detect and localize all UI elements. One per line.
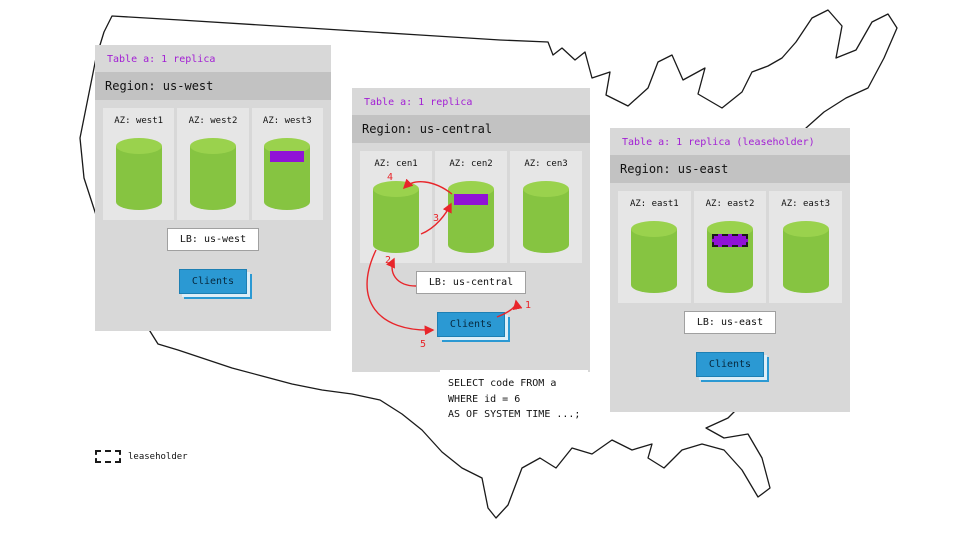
clients-box-us-west: Clients: [178, 269, 248, 294]
legend-label: leaseholder: [128, 451, 188, 462]
cylinder-bottom: [264, 194, 311, 210]
replica-cylinder-icon: [264, 138, 311, 210]
az-label: AZ: cen1: [374, 159, 418, 169]
cylinder-bottom: [707, 277, 753, 293]
region-panel-us-central: Table a: 1 replica Region: us-central AZ…: [352, 88, 590, 372]
az-label: AZ: west3: [262, 116, 312, 126]
region-title-us-east: Region: us-east: [610, 155, 850, 183]
replica-cylinder-icon: [631, 221, 678, 293]
az-label: AZ: east1: [629, 199, 679, 209]
cylinder-bottom: [523, 237, 569, 253]
cylinder-top: [373, 181, 419, 197]
replica-cylinder-icon: [448, 181, 494, 253]
cylinder-top: [115, 138, 162, 154]
table-replica-label-west: Table a: 1 replica: [107, 54, 216, 65]
cylinder-bottom: [782, 277, 829, 293]
az-east2: AZ: east2: [693, 191, 767, 303]
leaseholder-legend-icon: [95, 450, 121, 463]
replica-cylinder-icon: [373, 181, 419, 253]
region-panel-us-east: Table a: 1 replica (leaseholder) Region:…: [610, 128, 850, 412]
az-west1: AZ: west1: [103, 108, 175, 220]
region-title-us-west: Region: us-west: [95, 72, 331, 100]
cylinder-bottom: [373, 237, 419, 253]
table-replica-label-east: Table a: 1 replica (leaseholder): [622, 137, 815, 148]
sql-line: SELECT code FROM a: [448, 378, 557, 389]
az-cen2: AZ: cen2: [435, 151, 507, 263]
az-cen3: AZ: cen3: [510, 151, 582, 263]
az-label: AZ: cen3: [524, 159, 568, 169]
az-west3: AZ: west3: [251, 108, 323, 220]
legend: leaseholder: [95, 450, 188, 463]
replica-cylinder-icon: [189, 138, 236, 210]
range-rect: [270, 151, 305, 162]
replica-cylinder-icon: [523, 181, 569, 253]
region-panel-us-west: Table a: 1 replica Region: us-west AZ: w…: [95, 45, 331, 331]
replica-cylinder-icon: [707, 221, 753, 293]
load-balancer-us-west: LB: us-west: [166, 228, 260, 251]
region-title-us-central: Region: us-central: [352, 115, 590, 143]
sql-query-annotation: SELECT code FROM a WHERE id = 6 AS OF SY…: [440, 370, 589, 429]
cylinder-top: [631, 221, 678, 237]
leaseholder-range-rect: [712, 234, 748, 247]
load-balancer-us-east: LB: us-east: [683, 311, 777, 334]
load-balancer-us-central: LB: us-central: [415, 271, 527, 294]
az-row-central: AZ: cen1 AZ: cen2 AZ: cen3: [352, 143, 590, 267]
cylinder-bottom: [189, 194, 236, 210]
replica-cylinder-icon: [782, 221, 829, 293]
az-label: AZ: cen2: [449, 159, 493, 169]
clients-box-us-east: Clients: [695, 352, 765, 377]
range-rect: [454, 194, 488, 205]
az-row-east: AZ: east1 AZ: east2 AZ: east3: [610, 183, 850, 307]
az-label: AZ: east2: [705, 199, 755, 209]
az-east1: AZ: east1: [618, 191, 691, 303]
clients-box-us-central: Clients: [436, 312, 506, 337]
az-cen1: AZ: cen1: [360, 151, 432, 263]
cylinder-top: [523, 181, 569, 197]
az-label: AZ: west1: [114, 116, 164, 126]
replica-cylinder-icon: [115, 138, 162, 210]
cylinder-bottom: [631, 277, 678, 293]
cylinder-top: [782, 221, 829, 237]
cylinder-bottom: [448, 237, 494, 253]
az-label: AZ: west2: [188, 116, 238, 126]
cylinder-top: [189, 138, 236, 154]
table-replica-label-central: Table a: 1 replica: [364, 97, 473, 108]
sql-line: AS OF SYSTEM TIME ...;: [448, 409, 581, 420]
az-label: AZ: east3: [781, 199, 831, 209]
cylinder-bottom: [115, 194, 162, 210]
az-row-west: AZ: west1 AZ: west2 AZ: west3: [95, 100, 331, 224]
az-east3: AZ: east3: [769, 191, 843, 303]
sql-line: WHERE id = 6: [448, 393, 521, 405]
az-west2: AZ: west2: [177, 108, 249, 220]
